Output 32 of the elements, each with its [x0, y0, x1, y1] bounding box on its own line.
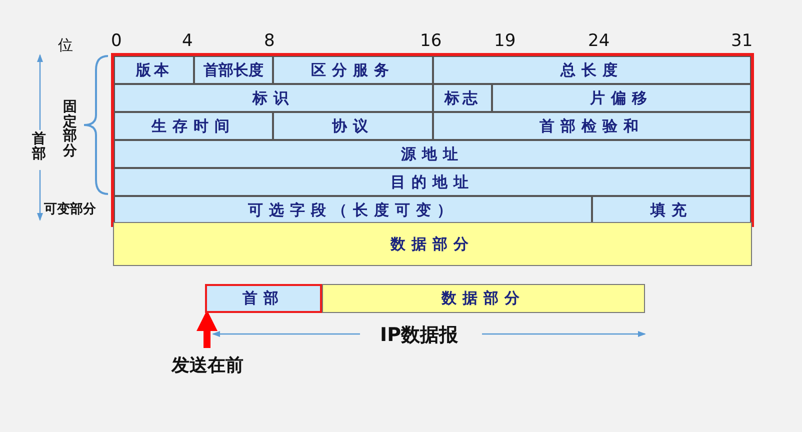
caption-text: 发送在前: [172, 354, 244, 377]
bit-number: 19: [494, 31, 516, 51]
field-cell: 标识: [114, 84, 432, 112]
bit-number: 0: [111, 31, 122, 51]
arrow: [196, 310, 218, 348]
data-segment: 数据部分: [322, 284, 645, 313]
field-cell: 源地址: [114, 140, 751, 168]
header-segment: 首部: [205, 284, 322, 313]
bit-number: 24: [588, 31, 610, 51]
field-cell: 生存时间: [114, 112, 274, 140]
axis-label: 位: [58, 36, 73, 55]
bit-number: 31: [731, 31, 753, 51]
side-label: 固定部分: [63, 100, 78, 159]
bit-number: 8: [264, 31, 275, 51]
field-cell: 可选字段（长度可变）: [114, 196, 592, 224]
bit-number: 4: [182, 31, 193, 51]
field-cell: 首部长度: [194, 56, 274, 84]
side-label: 可变部分: [44, 200, 96, 218]
field-cell: 目的地址: [114, 168, 751, 196]
field-cell: 协议: [273, 112, 432, 140]
side-label: 首部: [32, 132, 47, 162]
bit-number: 16: [420, 31, 442, 51]
field-cell: 总长度: [432, 56, 751, 84]
field-cell: 片偏移: [492, 84, 751, 112]
data-segment: 数据部分: [113, 222, 752, 266]
field-cell: 首部检验和: [432, 112, 751, 140]
field-cell: 填充: [592, 196, 751, 224]
field-cell: 标志: [432, 84, 492, 112]
span-label: IP数据报: [380, 323, 458, 348]
field-cell: 版本: [114, 56, 194, 84]
field-cell: 区分服务: [273, 56, 432, 84]
header-frame: [111, 53, 754, 227]
